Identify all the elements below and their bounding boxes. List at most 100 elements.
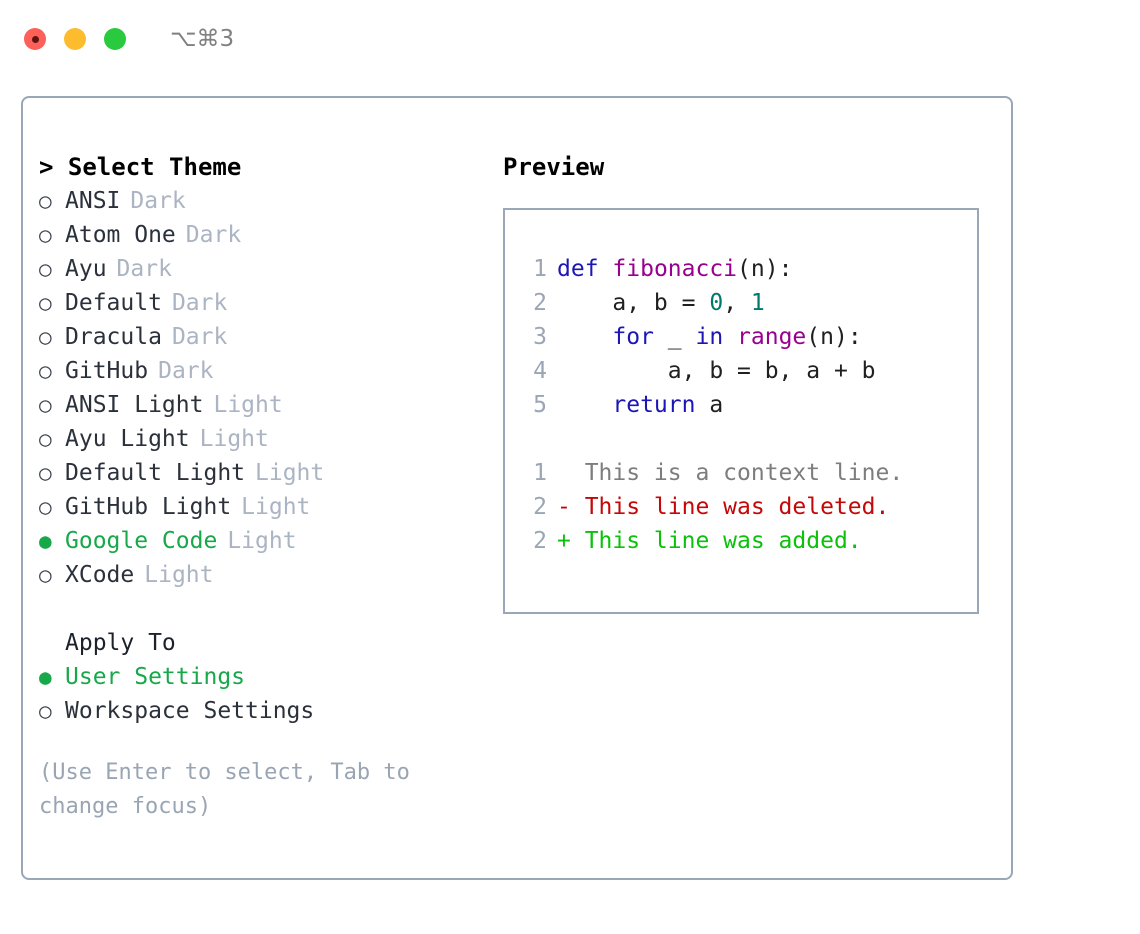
code-content: for _ in range(n): xyxy=(557,320,862,354)
window-controls xyxy=(24,28,126,50)
theme-variant-badge: Light xyxy=(241,494,311,520)
radio-icon: ○ xyxy=(39,257,52,281)
code-line: 2 a, b = 0, 1 xyxy=(505,286,977,320)
theme-name: Ayu xyxy=(65,256,107,282)
theme-option-github[interactable]: ○ GitHub Dark xyxy=(39,354,503,388)
theme-name: GitHub xyxy=(65,358,149,384)
token-plain xyxy=(599,256,613,282)
radio-icon: ○ xyxy=(39,699,52,723)
theme-selector-panel: > Select Theme ○ ANSI Dark ○ Atom One Da… xyxy=(23,98,503,878)
apply-to-label: User Settings xyxy=(65,664,246,690)
token-plain: , xyxy=(723,290,751,316)
line-number: 2 xyxy=(533,528,547,554)
line-number: 1 xyxy=(533,256,547,282)
radio-icon-selected: ● xyxy=(39,665,52,689)
theme-option-github-light[interactable]: ○ GitHub Light Light xyxy=(39,490,503,524)
diff-line-deleted: 2 - This line was deleted. xyxy=(505,490,977,524)
line-number: 2 xyxy=(533,290,547,316)
keyboard-shortcut-label: ⌥⌘3 xyxy=(170,26,235,52)
token-plain xyxy=(557,392,612,418)
token-keyword: return xyxy=(612,392,696,418)
code-line: 5 return a xyxy=(505,388,977,422)
diff-content: This is a context line. xyxy=(557,460,904,486)
main-card: > Select Theme ○ ANSI Dark ○ Atom One Da… xyxy=(21,96,1013,880)
theme-variant-badge: Light xyxy=(144,562,214,588)
token-function: range xyxy=(737,324,807,350)
theme-variant-badge: Dark xyxy=(158,358,214,384)
radio-icon: ○ xyxy=(39,563,52,587)
token-plain xyxy=(557,324,612,350)
theme-option-ansi[interactable]: ○ ANSI Dark xyxy=(39,184,503,218)
radio-icon-selected: ● xyxy=(39,529,52,553)
theme-name: Ayu Light xyxy=(65,426,190,452)
preview-panel: Preview 1 def fibonacci(n): 2 a, b = 0, … xyxy=(503,98,1011,878)
line-number: 2 xyxy=(533,494,547,520)
radio-icon: ○ xyxy=(39,495,52,519)
code-content: def fibonacci(n): xyxy=(557,252,792,286)
titlebar: ⌥⌘3 xyxy=(0,0,1140,78)
theme-name: Default xyxy=(65,290,162,316)
apply-to-option-list: ● User Settings ○ Workspace Settings xyxy=(39,660,503,728)
radio-icon: ○ xyxy=(39,427,52,451)
theme-name: ANSI Light xyxy=(65,392,204,418)
line-number: 1 xyxy=(533,460,547,486)
apply-to-label: Workspace Settings xyxy=(65,698,315,724)
code-line: 4 a, b = b, a + b xyxy=(505,354,977,388)
radio-icon: ○ xyxy=(39,461,52,485)
theme-option-xcode[interactable]: ○ XCode Light xyxy=(39,558,503,592)
code-content: return a xyxy=(557,388,723,422)
theme-variant-badge: Dark xyxy=(130,188,186,214)
radio-icon: ○ xyxy=(39,325,52,349)
code-line: 1 def fibonacci(n): xyxy=(505,252,977,286)
preview-code-box: 1 def fibonacci(n): 2 a, b = 0, 1 3 for … xyxy=(503,208,979,614)
diff-line-context: 1 This is a context line. xyxy=(505,456,977,490)
token-keyword: for xyxy=(612,324,654,350)
theme-name: ANSI xyxy=(65,188,121,214)
theme-name: Google Code xyxy=(65,528,218,554)
theme-variant-badge: Light xyxy=(255,460,325,486)
code-line: 3 for _ in range(n): xyxy=(505,320,977,354)
code-content: a, b = 0, 1 xyxy=(557,286,764,320)
token-number: 0 xyxy=(709,290,724,316)
radio-icon: ○ xyxy=(39,223,52,247)
theme-name: Default Light xyxy=(65,460,246,486)
line-number: 3 xyxy=(533,324,547,350)
token-plain: a xyxy=(695,392,724,418)
close-button-icon[interactable] xyxy=(24,28,46,50)
theme-name: GitHub Light xyxy=(65,494,232,520)
diff-separator xyxy=(505,422,977,456)
theme-variant-badge: Dark xyxy=(116,256,172,282)
select-theme-header: > Select Theme xyxy=(39,153,242,181)
theme-option-atom-one[interactable]: ○ Atom One Dark xyxy=(39,218,503,252)
theme-variant-badge: Dark xyxy=(171,324,228,350)
token-plain xyxy=(723,324,737,350)
minimize-button-icon[interactable] xyxy=(64,28,86,50)
preview-title: Preview xyxy=(503,153,605,181)
theme-option-list: ○ ANSI Dark ○ Atom One Dark ○ Ayu Dark xyxy=(39,184,503,592)
theme-option-default-light[interactable]: ○ Default Light Light xyxy=(39,456,503,490)
theme-option-google-code[interactable]: ● Google Code Light xyxy=(39,524,503,558)
theme-option-dracula[interactable]: ○ Dracula Dark xyxy=(39,320,503,354)
token-function: fibonacci xyxy=(612,256,738,282)
keyboard-hint-text: (Use Enter to select, Tab to change focu… xyxy=(39,760,424,819)
theme-option-ayu[interactable]: ○ Ayu Dark xyxy=(39,252,503,286)
token-plain: (n): xyxy=(806,324,862,350)
radio-icon: ○ xyxy=(39,393,52,417)
token-plain: (n): xyxy=(737,256,793,282)
diff-line-added: 2 + This line was added. xyxy=(505,524,977,558)
theme-name: Atom One xyxy=(65,222,176,248)
theme-option-ayu-light[interactable]: ○ Ayu Light Light xyxy=(39,422,503,456)
theme-option-default[interactable]: ○ Default Dark xyxy=(39,286,503,320)
line-number: 4 xyxy=(533,358,547,384)
apply-to-option-workspace-settings[interactable]: ○ Workspace Settings xyxy=(39,694,503,728)
apply-to-header: Apply To xyxy=(65,630,176,656)
theme-option-ansi-light[interactable]: ○ ANSI Light Light xyxy=(39,388,503,422)
apply-to-option-user-settings[interactable]: ● User Settings xyxy=(39,660,503,694)
theme-variant-badge: Light xyxy=(227,528,297,554)
code-content: a, b = b, a + b xyxy=(557,354,876,388)
diff-content: - This line was deleted. xyxy=(557,494,890,520)
maximize-button-icon[interactable] xyxy=(104,28,126,50)
theme-variant-badge: Light xyxy=(213,392,283,418)
theme-name: XCode xyxy=(65,562,135,588)
